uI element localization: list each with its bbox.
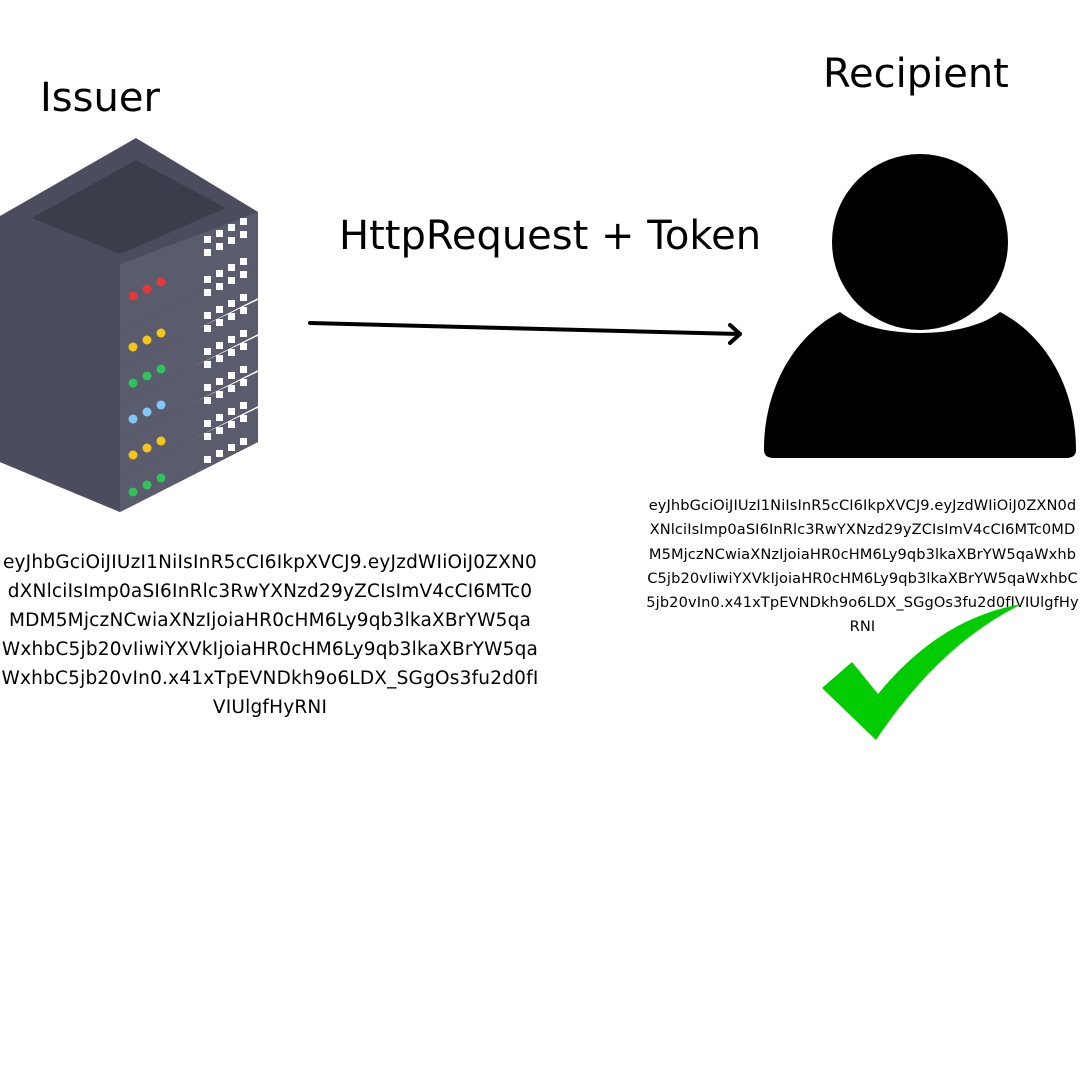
server-unit-3 <box>0 300 258 404</box>
server-unit-6 <box>0 408 258 512</box>
drive-bays <box>204 218 247 463</box>
server-rack-icon <box>0 138 258 512</box>
server-unit-2 <box>0 264 258 368</box>
recipient-title: Recipient <box>823 51 1009 97</box>
server-unit-1 <box>0 138 258 332</box>
server-unit-5 <box>0 372 258 476</box>
checkmark-icon <box>822 604 1022 740</box>
recipient-token-text: eyJhbGciOiJIUzI1NiIsInR5cCI6IkpXVCJ9.eyJ… <box>646 497 1079 636</box>
person-icon <box>764 154 1076 458</box>
issuer-title: Issuer <box>40 75 160 121</box>
server-unit-4 <box>0 336 258 440</box>
right-arrow-icon <box>308 321 742 345</box>
issuer-token-text: eyJhbGciOiJIUzI1NiIsInR5cCI6IkpXVCJ9.eyJ… <box>1 552 539 718</box>
request-label: HttpRequest + Token <box>339 213 762 259</box>
